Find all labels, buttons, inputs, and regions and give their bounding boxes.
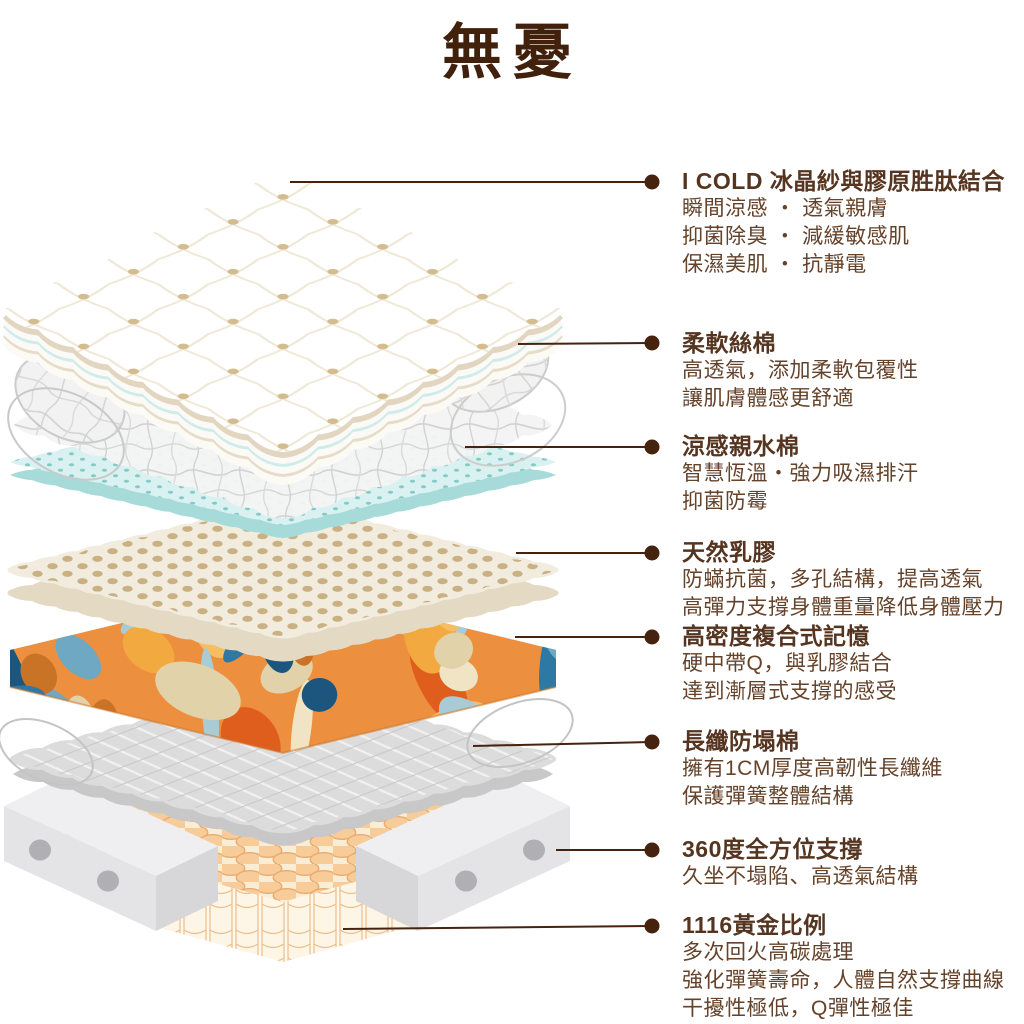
- leader-bullet-1: [644, 174, 660, 190]
- callout-title: 360度全方位支撐: [682, 836, 863, 862]
- leader-line-6: [472, 741, 651, 747]
- leader-bullet-5: [644, 629, 660, 645]
- camo-blob: [122, 626, 175, 674]
- callout-line: 高彈力支撐身體重量降低身體壓力: [682, 596, 1005, 619]
- callout-line: 保護彈簧整體結構: [682, 785, 854, 808]
- rail-right-top-face: [356, 776, 570, 876]
- callout-title: 柔軟絲棉: [682, 330, 776, 356]
- callout-line: 讓肌膚體感更舒適: [682, 387, 854, 410]
- rail-right-hole-1: [523, 839, 545, 861]
- callout-line: 高透氣，添加柔軟包覆性: [682, 359, 919, 382]
- leader-lines: [290, 181, 651, 930]
- fiber-texture-dark: [13, 687, 553, 831]
- callout-lines: 久坐不塌陷、高透氣結構: [682, 863, 1024, 891]
- camo-blob: [301, 677, 338, 712]
- quilted-cover-layer: [3, 172, 563, 485]
- leader-bullet-7: [644, 842, 660, 858]
- callout-line: 達到漸層式支撐的感受: [682, 680, 897, 703]
- callout-section-hydro-cotton: 涼感親水棉 智慧恆溫・強力吸濕排汗抑菌防霉: [682, 432, 1024, 516]
- leader-bullet-8: [644, 918, 660, 934]
- edge-support-rail-right: [356, 776, 570, 931]
- leader-bullets: [644, 174, 660, 934]
- callout-section-icold: I COLD 冰晶紗與膠原胜肽結合 瞬間涼感 ・ 透氣親膚抑菌除臭 ・ 減緩敏感…: [682, 167, 1024, 279]
- leader-line-8: [342, 925, 651, 930]
- leader-bullet-4: [644, 545, 660, 561]
- leader-bullet-6: [644, 734, 660, 750]
- callout-line: 硬中帶Q，與乳膠結合: [682, 652, 893, 675]
- rail-left-end-face: [156, 846, 218, 931]
- callout-section-360-support: 360度全方位支撐 久坐不塌陷、高透氣結構: [682, 835, 1024, 891]
- callout-line: 保濕美肌 ・ 抗靜電: [682, 253, 867, 276]
- camo-blob: [155, 661, 241, 721]
- callout-line: 擁有1CM厚度高韌性長纖維: [682, 757, 943, 780]
- silk-cotton-swirl-left: [7, 387, 125, 481]
- callout-line: 久坐不塌陷、高透氣結構: [682, 865, 919, 888]
- rail-left-top-face: [4, 776, 218, 876]
- camo-blob: [55, 634, 102, 680]
- callout-line: 干擾性極低，Q彈性極佳: [682, 997, 914, 1020]
- callout-title: 1116黃金比例: [682, 912, 827, 938]
- callout-line: 防蟎抗菌，多孔結構，提高透氣: [682, 568, 983, 591]
- leader-line-2: [517, 342, 651, 345]
- callout-lines: 智慧恆溫・強力吸濕排汗抑菌防霉: [682, 460, 1024, 516]
- callout-section-latex: 天然乳膠 防蟎抗菌，多孔結構，提高透氣高彈力支撐身體重量降低身體壓力: [682, 538, 1024, 622]
- long-fiber-pad-layer: [0, 684, 574, 846]
- callout-section-silk-cotton: 柔軟絲棉 高透氣，添加柔軟包覆性讓肌膚體感更舒適: [682, 329, 1024, 413]
- fiber-swirl-left: [0, 717, 94, 787]
- callout-title: 涼感親水棉: [682, 433, 800, 459]
- callout-title: I COLD 冰晶紗與膠原胜肽結合: [682, 168, 1005, 194]
- rail-right-end-face: [356, 846, 418, 931]
- callout-lines: 瞬間涼感 ・ 透氣親膚抑菌除臭 ・ 減緩敏感肌保濕美肌 ・ 抗靜電: [682, 195, 1024, 279]
- callout-lines: 擁有1CM厚度高韌性長纖維保護彈簧整體結構: [682, 755, 1024, 811]
- leader-bullet-2: [644, 335, 660, 351]
- callout-line: 抑菌防霉: [682, 490, 768, 513]
- rail-right-hole-2: [455, 870, 477, 892]
- callout-title: 長纖防塌棉: [682, 728, 800, 754]
- rail-left-front-face: [4, 806, 156, 931]
- quilt-grid: [3, 172, 563, 452]
- latex-layer: [7, 501, 559, 662]
- callout-section-golden-ratio: 1116黃金比例 多次回火高碳處理強化彈簧壽命，人體自然支撐曲線干擾性極低，Q彈…: [682, 911, 1024, 1023]
- callout-lines: 硬中帶Q，與乳膠結合達到漸層式支撐的感受: [682, 650, 1024, 706]
- latex-holes: [10, 503, 556, 637]
- mattress-exploded-view: [0, 172, 660, 962]
- callout-line: 強化彈簧壽命，人體自然支撐曲線: [682, 969, 1005, 992]
- callout-line: 抑菌除臭 ・ 減緩敏感肌: [682, 225, 910, 248]
- callout-title: 高密度複合式記憶: [682, 623, 870, 649]
- callout-lines: 高透氣，添加柔軟包覆性讓肌膚體感更舒適: [682, 357, 1024, 413]
- fiber-swirl-right: [466, 698, 574, 768]
- edge-support-rail-left: [4, 776, 218, 931]
- callout-lines: 多次回火高碳處理強化彈簧壽命，人體自然支撐曲線干擾性極低，Q彈性極佳: [682, 939, 1024, 1023]
- camo-blob: [434, 632, 474, 669]
- rail-left-hole-2: [97, 870, 119, 892]
- rail-right-front-face: [418, 806, 570, 931]
- callout-section-memory-foam: 高密度複合式記憶 硬中帶Q，與乳膠結合達到漸層式支撐的感受: [682, 622, 1024, 706]
- page-title: 無憂: [442, 19, 582, 86]
- camo-blob: [220, 707, 281, 753]
- callout-line: 多次回火高碳處理: [682, 941, 854, 964]
- callout-lines: 防蟎抗菌，多孔結構，提高透氣高彈力支撐身體重量降低身體壓力: [682, 566, 1024, 622]
- camo-blob: [20, 653, 58, 695]
- rail-left-hole-1: [29, 839, 51, 861]
- callout-line: 瞬間涼感 ・ 透氣親膚: [682, 197, 889, 220]
- leader-bullet-3: [644, 439, 660, 455]
- memory-foam-bottom-edge: [9, 686, 557, 755]
- callout-section-fiber-pad: 長纖防塌棉 擁有1CM厚度高韌性長纖維保護彈簧整體結構: [682, 727, 1024, 811]
- callout-title: 天然乳膠: [682, 539, 776, 565]
- callout-line: 智慧恆溫・強力吸濕排汗: [682, 462, 919, 485]
